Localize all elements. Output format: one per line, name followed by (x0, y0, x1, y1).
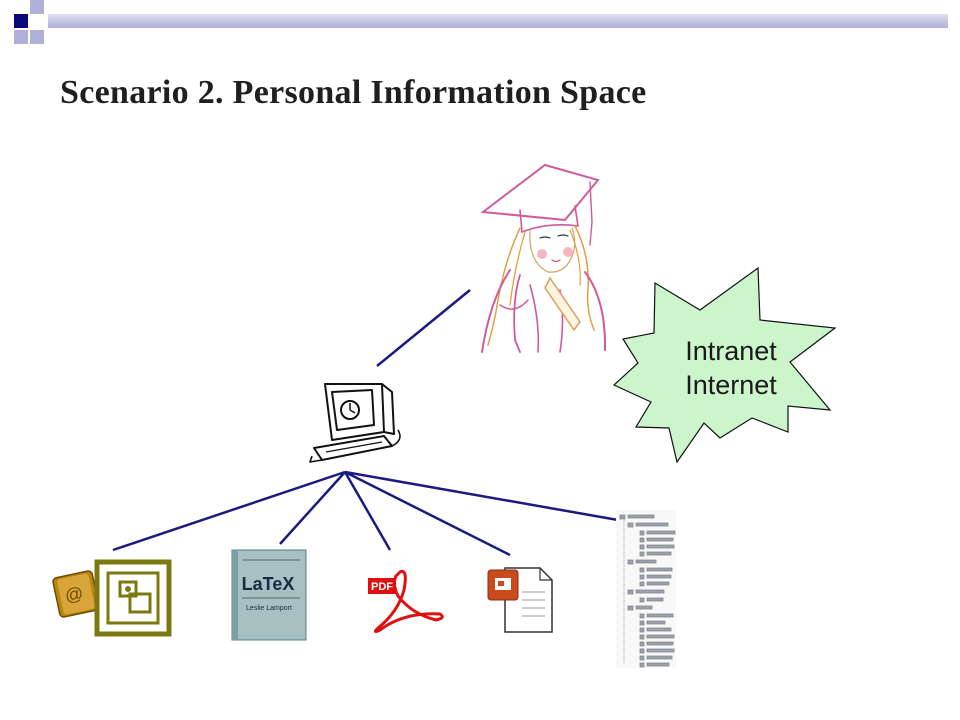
burst-shape (612, 266, 837, 464)
connector-latex-book (279, 471, 346, 545)
burst-label-line2: Internet (685, 370, 777, 400)
pdf-badge: PDF (371, 581, 393, 593)
latex-author: Leslie Lamport (246, 605, 292, 612)
network-burst: Intranet Internet (612, 266, 837, 464)
connector-computer-user (376, 289, 471, 367)
computer-icon (309, 383, 401, 463)
powerpoint-icon (487, 567, 553, 633)
slide-title: Scenario 2. Personal Information Space (60, 74, 647, 111)
svg-text:@: @ (63, 583, 85, 606)
pdf-icon: PDF (368, 569, 444, 634)
connector-powerpoint (344, 470, 511, 557)
burst-label-line1: Intranet (685, 336, 777, 366)
image-document-icon (94, 559, 172, 637)
header-bar (48, 14, 948, 28)
latex-logo: LaTeX (242, 574, 295, 594)
connector-file-tree (344, 470, 619, 522)
connector-image-document (112, 470, 346, 552)
connector-pdf (343, 471, 392, 551)
address-book-icon: @ (52, 570, 100, 618)
graduate-figure (480, 163, 607, 353)
latex-book-icon: LaTeX Leslie Lamport (231, 549, 307, 641)
file-tree-icon (616, 510, 676, 668)
connectors (112, 289, 619, 557)
